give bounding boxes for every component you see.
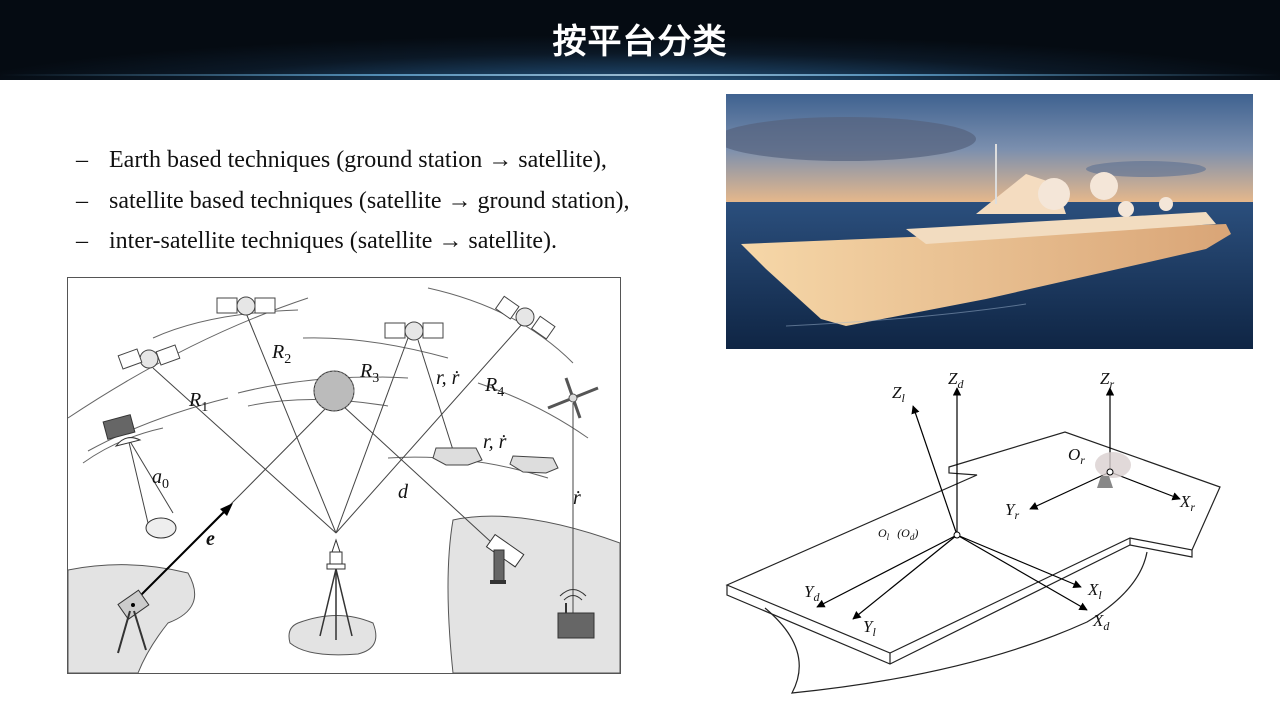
altimeter-satellite-icon [102,414,177,539]
coordinate-frames-diagram: Zl Zd Zr Or Yr Xr Yd Yl Xl Xd Ol(Od) [725,369,1221,694]
techniques-diagram: R1 R2 R3 R4 r, ṙ r, ṙ a0 e d ṙ [67,287,621,674]
ship-coordinate-frames-figure: Zl Zd Zr Or Yr Xr Yd Yl Xl Xd Ol(Od) [720,360,1240,700]
satellite-icon [117,344,181,370]
bullet-dash: – [76,147,88,173]
bullet-dash: – [76,187,88,214]
label-R4: R4 [484,374,504,400]
bullet-text: inter-satellite techniques (satellite → … [109,228,558,254]
radio-antenna-station-icon [557,589,595,639]
label-Zr: Zr [1100,369,1114,391]
laser-ranging-station-icon [117,589,150,654]
tracking-ship-photo [726,94,1253,349]
label-rdot: ṙ [573,487,581,509]
label-Yl: Yl [863,617,876,639]
label-Xl: Xl [1087,580,1102,602]
label-Zl: Zl [892,383,905,405]
label-a0: a0 [152,466,169,492]
label-Xr: Xr [1179,492,1195,514]
bullet-item: –satellite based techniques (satellite →… [76,181,630,222]
label-Ol-Od: Ol(Od) [878,526,918,542]
slide-header: 按平台分类 [0,0,1280,80]
label-Or: Or [1068,445,1085,467]
label-d: d [398,481,409,503]
bullet-item: –inter-satellite techniques (satellite →… [76,221,630,262]
label-Yr: Yr [1005,500,1019,522]
e-vector-arrow [132,507,229,604]
bullet-text: satellite based techniques (satellite → … [109,187,630,214]
windmill-satellite-icon [547,377,599,419]
bullet-list: –Earth based techniques (ground station … [76,140,630,262]
gnss-receiver-icon [319,538,353,640]
telescope-icon [485,533,525,584]
label-Zd: Zd [948,369,964,391]
bullet-item: –Earth based techniques (ground station … [76,140,630,181]
label-range-rate-2: r, ṙ [483,431,507,453]
label-Xd: Xd [1092,611,1110,633]
bullet-text: Earth based techniques (ground station →… [109,147,607,173]
slide-title: 按平台分类 [552,22,728,62]
label-e: e [206,528,215,550]
bullet-dash: – [76,228,88,254]
low-orbit-satellite-icon [432,447,559,474]
label-R2: R2 [271,341,291,367]
measurement-techniques-figure: R1 R2 R3 R4 r, ṙ r, ṙ a0 e d ṙ [67,277,621,674]
label-range-rate-1: r, ṙ [436,367,460,389]
ship-deck-outline [725,431,1221,694]
satellite-icon [216,296,276,316]
satellite-icon [494,295,556,340]
radar-antenna-icon [1095,452,1131,488]
label-Yd: Yd [804,582,820,604]
satellite-icon [384,321,444,341]
label-R3: R3 [359,360,379,386]
label-R1: R1 [188,389,208,415]
